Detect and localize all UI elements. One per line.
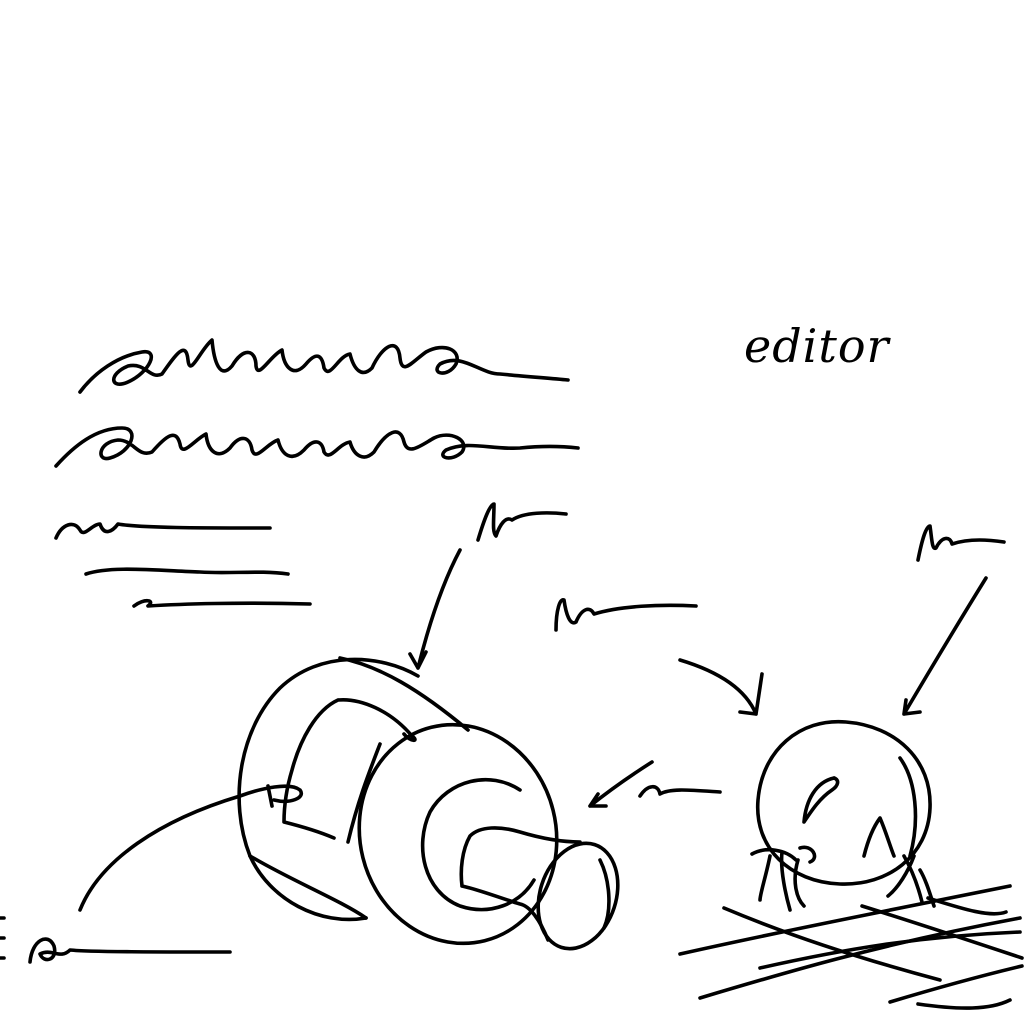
callout-arrow-bottom-left (80, 786, 301, 910)
sphere-right-shadow (900, 758, 915, 856)
callout-scribble-top-right (918, 526, 1004, 560)
cylinder-rear-window (284, 700, 415, 838)
word-label-editor: editor (744, 319, 892, 373)
grid-line-8 (918, 1000, 1010, 1008)
callout-scribble-front (640, 787, 720, 796)
sphere-notch (864, 818, 894, 856)
sphere-highlight (804, 778, 838, 822)
callout-scribble-bottom-left (30, 939, 230, 962)
floor-grid (680, 886, 1022, 1008)
handwritten-word-label: editor (744, 319, 892, 373)
cylinder-boss-cap-inner (600, 860, 609, 928)
scribble-line-1 (80, 340, 568, 392)
edge-marks (0, 918, 4, 958)
cylinder-bottom-edge (250, 856, 366, 918)
callout-arrow-middle (680, 660, 762, 714)
cylinder-object (239, 658, 631, 964)
sphere-object (752, 722, 934, 910)
callout-scribble-top (478, 504, 566, 540)
scribble-text-block (56, 340, 578, 606)
callout-arrow-top-right (904, 578, 986, 714)
callout-arrow-top (410, 550, 460, 668)
grid-line-7 (928, 898, 1006, 914)
scribble-line-4 (86, 569, 288, 574)
scribble-line-3 (56, 524, 270, 538)
callout-scribble-middle (556, 600, 696, 630)
scribble-line-5 (134, 601, 310, 606)
scribble-line-2 (56, 428, 578, 466)
callout-arrow-front (590, 762, 652, 806)
grid-line-1 (680, 886, 1010, 954)
sketch-ink: editor (0, 319, 1022, 1008)
